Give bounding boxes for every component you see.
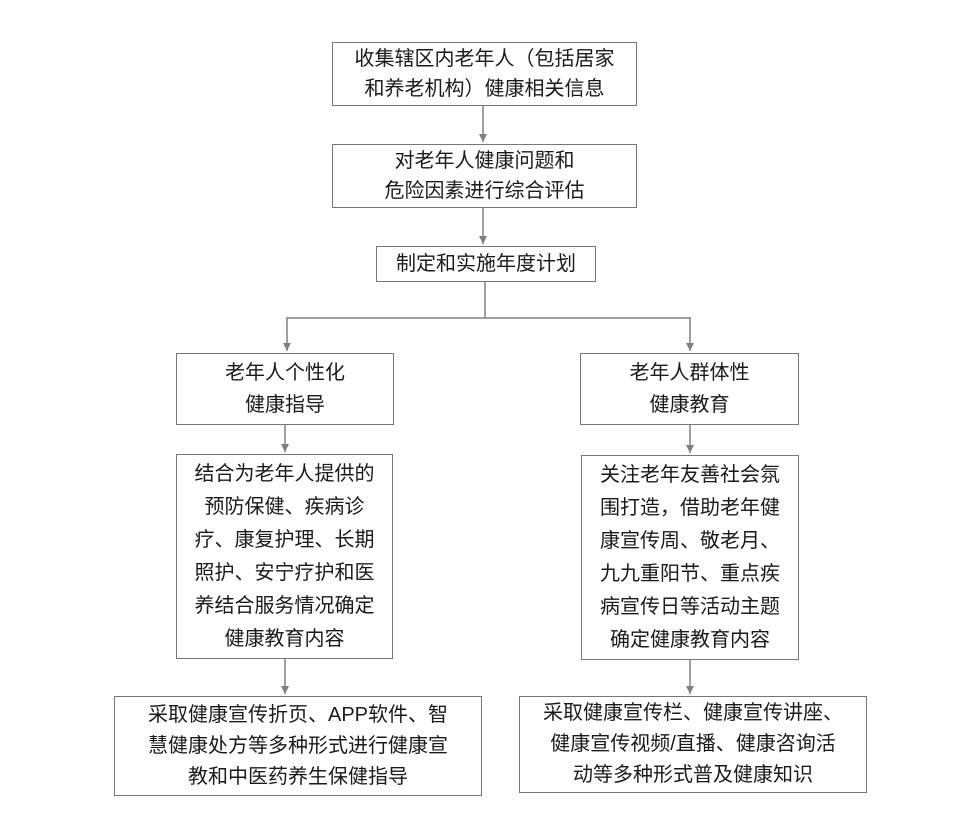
node-individual-methods: 采取健康宣传折页、APP软件、智 慧健康处方等多种形式进行健康宣 教和中医药养生…: [114, 696, 482, 796]
node-collect-info: 收集辖区内老年人（包括居家 和养老机构）健康相关信息: [332, 42, 637, 106]
node-group-content: 关注老年友善社会氛 围打造，借助老年健 康宣传周、敬老月、 九九重阳节、重点疾 …: [581, 455, 799, 660]
node-individual-guidance: 老年人个性化 健康指导: [176, 353, 394, 425]
node-comprehensive-assessment: 对老年人健康问题和 危险因素进行综合评估: [332, 144, 637, 208]
node-annual-plan: 制定和实施年度计划: [376, 246, 596, 282]
node-individual-content: 结合为老年人提供的 预防保健、疾病诊 疗、康复护理、长期 照护、安宁疗护和医 养…: [176, 454, 393, 659]
node-group-education: 老年人群体性 健康教育: [580, 353, 799, 425]
node-group-methods: 采取健康宣传栏、健康宣传讲座、 健康宣传视频/直播、健康咨询活 动等多种形式普及…: [519, 696, 867, 793]
